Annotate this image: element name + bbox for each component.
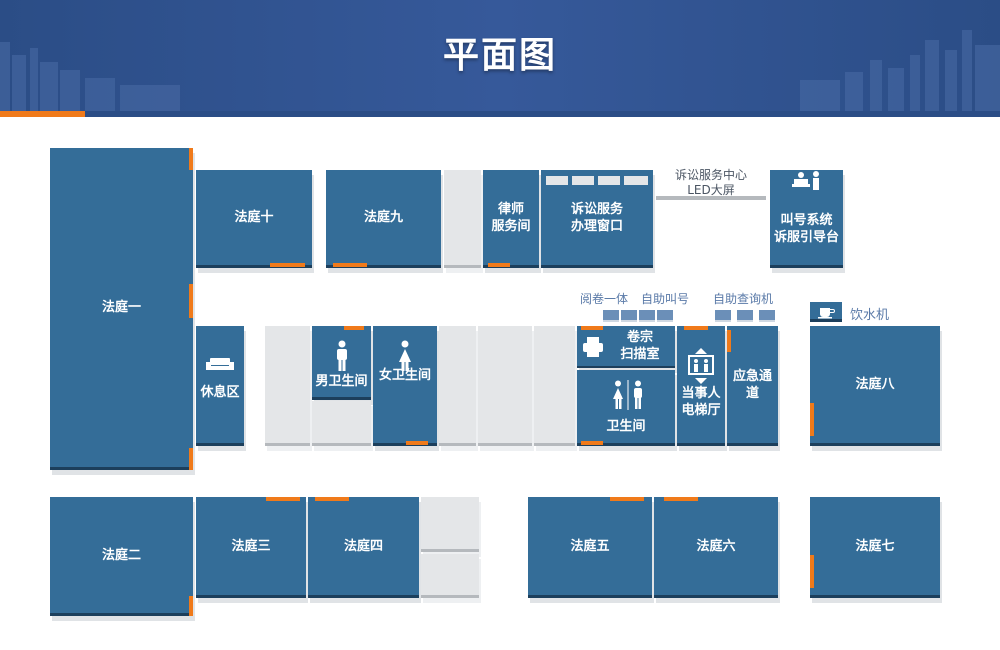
corridor-segment xyxy=(439,326,476,446)
door-marker xyxy=(266,497,300,501)
room-label: 男卫生间 xyxy=(315,374,368,389)
kiosk-tile xyxy=(603,310,619,322)
door-marker xyxy=(684,326,708,330)
kiosk-tile xyxy=(657,310,673,322)
header-divider xyxy=(0,111,1000,117)
room-female-restroom[interactable]: 女卫生间 xyxy=(373,326,437,446)
room-label: 法庭三 xyxy=(231,538,271,554)
room-label: 卫生间 xyxy=(606,419,646,434)
room-label: 法庭六 xyxy=(696,538,736,554)
room-label: 律师 服务间 xyxy=(491,201,531,234)
door-marker xyxy=(581,441,603,445)
room-court-6[interactable]: 法庭六 xyxy=(654,497,778,598)
service-window-counter xyxy=(598,176,620,185)
room-rest-area[interactable]: 休息区 xyxy=(196,326,244,446)
corridor-segment xyxy=(421,554,479,598)
room-court-7[interactable]: 法庭七 xyxy=(810,497,940,598)
water-cup-icon xyxy=(810,302,842,322)
door-marker xyxy=(581,326,603,330)
door-marker xyxy=(406,441,428,445)
room-court-2[interactable]: 法庭二 xyxy=(50,497,193,616)
door-marker xyxy=(189,284,193,318)
room-label: 法庭九 xyxy=(363,210,403,225)
door-marker xyxy=(810,403,814,436)
page-title: 平面图 xyxy=(442,35,557,76)
room-court-1[interactable]: 法庭一 xyxy=(50,148,193,470)
door-marker xyxy=(664,497,698,501)
room-lawyer-service[interactable]: 律师 服务间 xyxy=(483,170,539,268)
kiosk-tile xyxy=(621,310,637,322)
room-label: 法庭二 xyxy=(101,547,141,563)
service-window-counter xyxy=(624,176,648,185)
sofa-icon xyxy=(206,358,234,370)
room-emergency-exit[interactable]: 应急通道 xyxy=(727,326,778,446)
door-marker xyxy=(610,497,644,501)
door-marker xyxy=(189,448,193,470)
elevator-icon xyxy=(688,348,714,384)
reception-icon xyxy=(792,171,819,190)
kiosk-tile xyxy=(737,310,753,322)
door-marker xyxy=(270,263,305,267)
door-marker xyxy=(315,497,349,501)
room-label: 叫号系统 诉服引导台 xyxy=(773,212,839,245)
room-label: 休息区 xyxy=(200,385,240,400)
door-marker xyxy=(189,596,193,616)
kiosk-tile xyxy=(639,310,655,322)
room-court-9[interactable]: 法庭九 xyxy=(326,170,441,268)
door-marker xyxy=(344,326,364,330)
room-label: 法庭四 xyxy=(343,538,383,554)
led-screen-label: 诉讼服务中心 LED大屏 xyxy=(674,168,747,197)
door-marker xyxy=(333,263,367,267)
room-elevator-hall[interactable]: 当事人 电梯厅 xyxy=(677,326,725,446)
room-label: 诉讼服务 办理窗口 xyxy=(570,201,623,234)
skyline-decoration xyxy=(0,30,1000,112)
room-litigation-window[interactable]: 诉讼服务 办理窗口 xyxy=(541,170,653,268)
corridor-segment xyxy=(312,401,371,446)
room-label: 法庭一 xyxy=(101,300,141,315)
male-icon xyxy=(337,340,347,371)
room-label: 女卫生间 xyxy=(378,368,431,383)
room-court-10[interactable]: 法庭十 xyxy=(196,170,312,268)
self-query-label: 自助查询机 xyxy=(713,292,774,306)
door-marker xyxy=(488,263,510,267)
room-label: 法庭十 xyxy=(234,210,274,225)
corridor-segment xyxy=(421,497,479,552)
corridor-segment xyxy=(478,326,532,446)
door-marker xyxy=(810,555,814,588)
room-court-4[interactable]: 法庭四 xyxy=(308,497,419,598)
printer-icon xyxy=(583,337,603,357)
female-icon xyxy=(399,340,411,371)
room-label: 法庭八 xyxy=(855,377,895,392)
service-window-counter xyxy=(546,176,568,185)
kiosk-tile xyxy=(715,310,731,322)
header-accent-bar xyxy=(0,111,85,117)
room-court-3[interactable]: 法庭三 xyxy=(196,497,306,598)
room-restroom[interactable]: 卫生间 xyxy=(577,370,675,446)
led-screen xyxy=(656,196,766,200)
room-label: 法庭五 xyxy=(570,538,610,554)
header-banner: 平面图 xyxy=(0,0,1000,112)
room-label: 法庭七 xyxy=(855,538,895,554)
room-label: 当事人 电梯厅 xyxy=(681,385,721,418)
service-window-counter xyxy=(572,176,594,185)
kiosk-tile xyxy=(759,310,775,322)
door-marker xyxy=(727,330,731,352)
room-court-5[interactable]: 法庭五 xyxy=(528,497,652,598)
corridor-segment xyxy=(265,326,310,446)
room-label: 应急通道 xyxy=(732,368,772,401)
room-label: 卷宗 扫描室 xyxy=(620,330,660,362)
water-dispenser-label: 饮水机 xyxy=(850,308,890,323)
corridor-segment xyxy=(534,326,575,446)
self-call-label: 自助叫号 xyxy=(641,292,690,306)
restroom-icon xyxy=(613,380,642,410)
corridor-segment xyxy=(444,170,481,268)
reading-terminal-label: 阅卷一体 xyxy=(580,292,629,306)
door-marker xyxy=(189,148,193,170)
room-court-8[interactable]: 法庭八 xyxy=(810,326,940,446)
